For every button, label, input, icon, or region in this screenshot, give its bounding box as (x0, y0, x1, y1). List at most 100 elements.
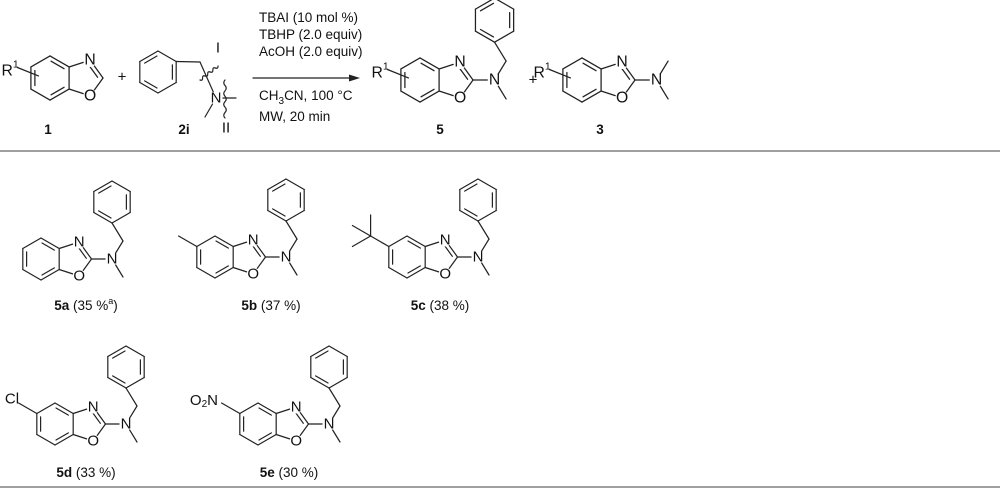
nitrogen-atom: N (440, 232, 451, 249)
bond (177, 235, 198, 248)
atom-mask (72, 269, 86, 283)
bond (139, 81, 159, 94)
amine-nitrogen-atom: N (211, 90, 222, 107)
structure-5b: NON (177, 178, 305, 283)
double-bond (258, 407, 272, 416)
double-bond (144, 55, 158, 64)
r-superscript: 1 (13, 58, 19, 70)
double-bond (55, 407, 69, 416)
bond (388, 266, 408, 279)
oxygen-atom: O (84, 87, 96, 104)
nitro-n: N (207, 392, 218, 409)
bond (474, 0, 493, 10)
r1-group: R1 (533, 60, 550, 81)
atom-mask (615, 55, 629, 69)
oxygen-atom: O (290, 433, 302, 450)
r-symbol: R (1, 62, 12, 79)
atom-mask (86, 434, 100, 448)
double-bond (41, 242, 55, 251)
oxygen-atom: O (87, 433, 99, 450)
bond (351, 235, 372, 248)
bond (328, 345, 348, 358)
bond (285, 209, 305, 222)
atom-mask (438, 233, 452, 247)
r1-group: R1 (1, 58, 18, 79)
bond (214, 266, 234, 279)
amine-nitrogen-atom: N (107, 251, 118, 268)
bond (125, 387, 138, 407)
double-bond (407, 265, 421, 274)
atom-mask (453, 55, 467, 69)
atom-mask (615, 91, 629, 105)
oxygen-atom: O (454, 89, 466, 106)
bond (477, 209, 497, 222)
bond (239, 402, 259, 415)
double-bond (407, 240, 421, 249)
double-bond (215, 240, 229, 249)
bond (419, 57, 440, 70)
bond (40, 237, 60, 250)
nitrogen-atom: N (616, 54, 627, 71)
bond (199, 61, 217, 99)
compound-label-3: 3 (596, 122, 604, 137)
bond (310, 345, 330, 358)
atom-mask (209, 91, 223, 105)
amine-nitrogen-atom: N (281, 249, 292, 266)
r1-group: R1 (371, 60, 388, 81)
atom-mask (86, 400, 100, 414)
condition-tbhp: TBHP (2.0 equiv) (259, 27, 362, 42)
bond (496, 0, 515, 10)
bond (400, 57, 421, 70)
amine-nitrogen-atom: N (324, 416, 335, 433)
bond (17, 402, 38, 415)
atom-mask (72, 235, 86, 249)
double-bond (620, 66, 631, 80)
bond (369, 235, 390, 248)
double-bond (464, 183, 478, 192)
double-bond (272, 208, 286, 217)
double-bond (294, 411, 304, 424)
double-bond (112, 350, 126, 359)
bond (581, 90, 602, 103)
atom-mask (279, 250, 293, 264)
bond (111, 180, 131, 193)
double-bond (215, 265, 229, 274)
bond (239, 433, 259, 446)
atom-mask (453, 91, 467, 105)
bond (22, 268, 42, 281)
bond (196, 235, 216, 248)
double-bond (420, 88, 435, 98)
bond (196, 266, 216, 279)
bond (157, 81, 177, 94)
bond (36, 433, 56, 446)
bond (477, 220, 490, 240)
bond (111, 211, 131, 224)
arrow-head-icon (349, 74, 360, 82)
bond (220, 402, 241, 415)
nitrogen-atom: N (454, 54, 465, 71)
atom-mask (289, 434, 303, 448)
bond (54, 433, 74, 446)
double-bond (50, 86, 65, 96)
bond (328, 387, 341, 407)
double-bond (91, 411, 101, 424)
r-superscript: 1 (383, 60, 389, 72)
nitro-o: O (190, 392, 202, 409)
atom-mask (487, 73, 502, 87)
bond (257, 402, 277, 415)
bond (419, 90, 440, 103)
bond (175, 60, 201, 63)
double-bond (582, 62, 597, 72)
bond (310, 376, 330, 389)
double-bond (479, 28, 495, 38)
bond (125, 376, 145, 389)
double-bond (50, 60, 65, 70)
r-symbol: R (371, 64, 382, 81)
double-bond (582, 88, 597, 98)
bond (40, 268, 60, 281)
amine-nitrogen-atom: N (489, 72, 500, 89)
atom-mask (105, 252, 119, 266)
